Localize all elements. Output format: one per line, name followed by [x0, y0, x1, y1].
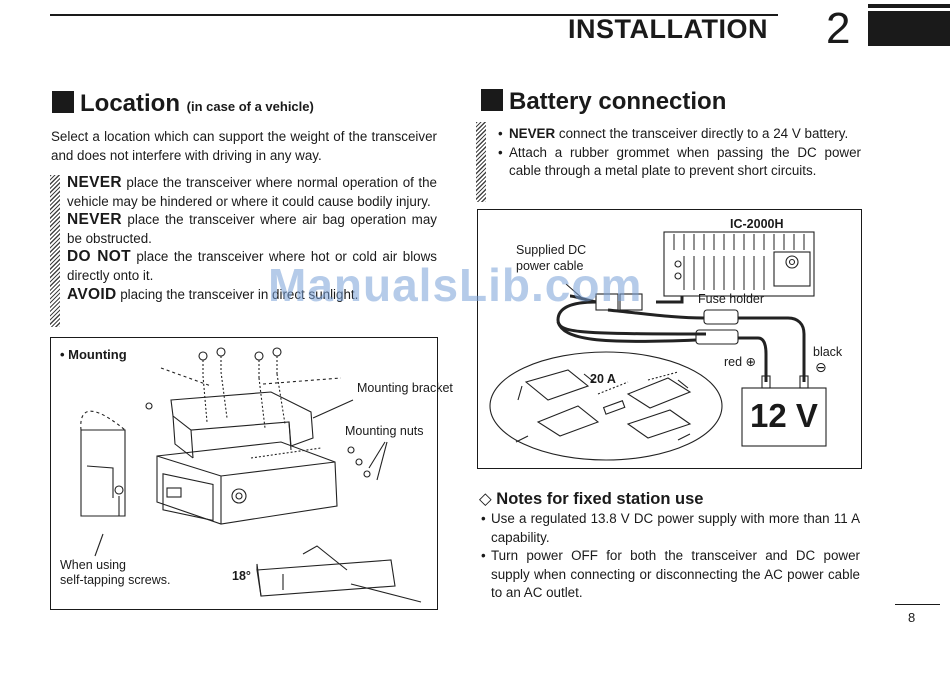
warning-item: NEVER place the transceiver where air ba…: [67, 211, 437, 248]
warning-item: DO NOT place the transceiver where hot o…: [67, 248, 437, 285]
bullet-text: connect the transceiver directly to a 24…: [558, 126, 849, 141]
warning-keyword: DO NOT: [67, 248, 131, 266]
warning-keyword: NEVER: [67, 211, 122, 229]
battery-bullet: Attach a rubber grommet when passing the…: [497, 144, 861, 181]
black-terminal-label: black: [813, 345, 843, 359]
nuts-label: Mounting nuts: [345, 424, 424, 438]
battery-bullets: NEVER connect the transceiver directly t…: [497, 125, 861, 181]
heading-square-icon: [52, 91, 74, 113]
location-warnings: NEVER place the transceiver where normal…: [67, 174, 437, 304]
location-intro: Select a location which can support the …: [51, 129, 437, 163]
warning-text: place the transceiver where hot or cold …: [67, 249, 437, 283]
battery-wiring-illustration: [489, 231, 827, 461]
chapter-number: 2: [826, 4, 851, 53]
angle-label: 18°: [232, 569, 251, 583]
mounting-figure: • Mounting Mounting bracket Mounting nut…: [50, 337, 453, 610]
battery-heading-text: Battery connection: [509, 88, 727, 115]
cable-label-line2: power cable: [516, 259, 584, 273]
location-heading-note: (in case of a vehicle): [186, 99, 314, 114]
note-item: Use a regulated 13.8 V DC power supply w…: [480, 510, 860, 547]
watermark: ManualsLib.com: [268, 259, 643, 311]
screws-label-line2: self-tapping screws.: [60, 573, 171, 587]
mounting-title: • Mounting: [60, 347, 127, 362]
location-heading: Location (in case of a vehicle): [52, 90, 314, 118]
bullet-keyword: NEVER: [509, 126, 556, 141]
page-number-rule: [895, 604, 940, 605]
chapter-tab: [868, 4, 950, 46]
fuse-holder-label: Fuse holder: [698, 292, 765, 306]
bullet-text: Attach a rubber grommet when passing the…: [509, 144, 861, 179]
warning-stripe: [476, 122, 486, 202]
bolt-icon: [198, 347, 282, 378]
transceiver-model-label: IC-2000H: [730, 217, 784, 231]
header-rule: [50, 14, 778, 16]
heading-square-icon: [481, 89, 503, 111]
mounting-illustration: [80, 347, 422, 603]
page-number: 8: [908, 610, 916, 625]
warning-keyword: NEVER: [67, 174, 122, 191]
cable-label-line1: Supplied DC: [516, 243, 587, 257]
battery-voltage-label: 12 V: [750, 397, 818, 434]
notes-heading: ◇ Notes for fixed station use: [479, 490, 704, 508]
warning-item: AVOID placing the transceiver in direct …: [67, 286, 437, 305]
warning-text: placing the transceiver in direct sunlig…: [120, 286, 359, 302]
negative-symbol: ⊖: [815, 359, 827, 375]
fuse-rating-label: 20 A: [590, 372, 616, 386]
bracket-label: Mounting bracket: [357, 381, 453, 395]
note-item: Turn power OFF for both the transceiver …: [480, 547, 860, 603]
page-title: INSTALLATION: [568, 14, 768, 44]
battery-bullet: NEVER connect the transceiver directly t…: [497, 125, 861, 144]
battery-heading: Battery connection: [481, 88, 726, 116]
warning-item: NEVER place the transceiver where normal…: [67, 174, 437, 211]
screws-label-line1: When using: [60, 558, 127, 572]
warning-keyword: AVOID: [67, 285, 117, 303]
red-terminal-label: red ⊕: [724, 355, 757, 369]
battery-figure: IC-2000H Supplied DC power cable Fuse ho…: [477, 209, 862, 469]
location-heading-text: Location: [80, 90, 180, 117]
warning-text: place the transceiver where normal opera…: [67, 175, 437, 209]
warning-stripe: [50, 175, 60, 327]
notes-list: Use a regulated 13.8 V DC power supply w…: [480, 510, 860, 603]
warning-text: place the transceiver where air bag oper…: [67, 212, 437, 246]
